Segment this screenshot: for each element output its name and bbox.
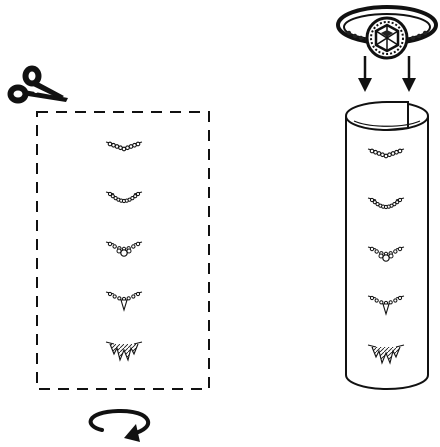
down-arrow-icon — [402, 56, 416, 92]
tube-band-group — [367, 148, 405, 365]
sheet-band-3 — [105, 241, 143, 257]
ring-icon — [336, 5, 438, 60]
cut-sheet-border — [36, 111, 210, 390]
tube-band-4 — [367, 295, 405, 316]
sheet-band-5 — [105, 341, 143, 362]
tube-band-2 — [367, 197, 405, 210]
rotate-arrow-icon — [88, 408, 151, 442]
tube-band-5 — [367, 344, 405, 365]
sheet-band-1 — [105, 141, 143, 152]
down-arrow-icon — [358, 56, 372, 92]
scissors-icon — [7, 65, 68, 104]
tube-band-3 — [367, 246, 405, 262]
sheet-band-4 — [105, 291, 143, 312]
sheet-band-group — [105, 141, 143, 362]
sheet-band-2 — [105, 191, 143, 204]
tube-band-1 — [367, 148, 405, 159]
paper-tube — [345, 101, 429, 390]
